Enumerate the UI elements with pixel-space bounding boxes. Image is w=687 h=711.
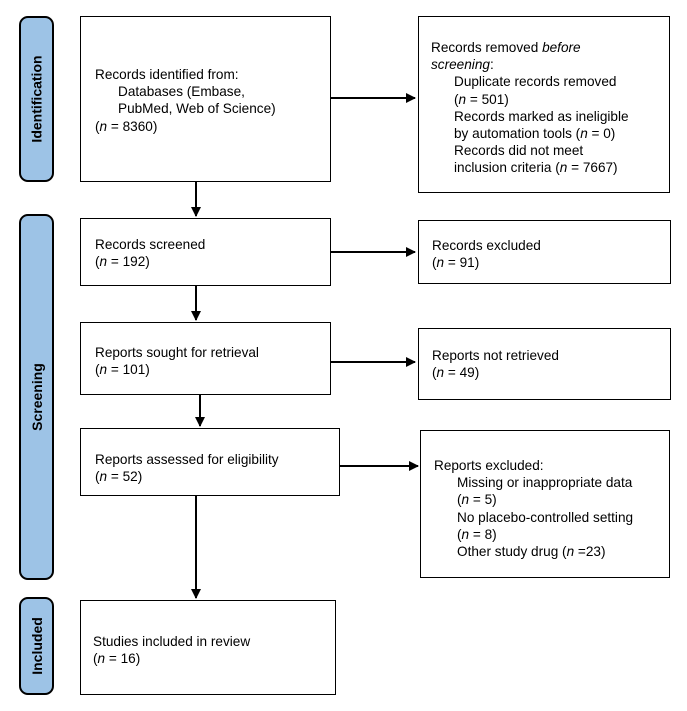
reports-sought-box: Reports sought for retrieval (n = 101) bbox=[80, 322, 331, 395]
phase-identification: Identification bbox=[19, 16, 54, 182]
records-identified-heading: Records identified from: bbox=[95, 67, 239, 82]
studies-included-label: Studies included in review bbox=[93, 634, 251, 649]
duplicates-removed: Duplicate records removed bbox=[454, 74, 617, 90]
missing-data-count: (n = 5) bbox=[457, 492, 497, 508]
phase-included: Included bbox=[19, 597, 54, 695]
studies-included-box: Studies included in review (n = 16) bbox=[80, 600, 336, 695]
no-placebo-count: (n = 8) bbox=[457, 526, 497, 542]
records-removed-heading: Records removed before bbox=[431, 40, 581, 55]
reports-not-retrieved-box: Reports not retrieved (n = 49) bbox=[418, 328, 671, 400]
phase-screening: Screening bbox=[19, 214, 54, 580]
criteria-not-met: Records did not meet bbox=[454, 143, 584, 159]
reports-not-retrieved-label: Reports not retrieved bbox=[432, 348, 559, 363]
records-identified-count: (n = 8360) bbox=[95, 118, 158, 134]
records-removed-box: Records removed before screening: Duplic… bbox=[418, 16, 670, 193]
reports-not-retrieved-count: (n = 49) bbox=[432, 365, 480, 381]
automation-ineligible: Records marked as ineligible bbox=[454, 108, 629, 124]
duplicates-removed-count: (n = 501) bbox=[454, 91, 509, 107]
records-identified-box: Records identified from: Databases (Emba… bbox=[80, 16, 331, 182]
reports-excluded-box: Reports excluded: Missing or inappropria… bbox=[420, 430, 670, 578]
no-placebo-reason: No placebo-controlled setting bbox=[457, 509, 634, 525]
reports-excluded-heading: Reports excluded: bbox=[434, 458, 544, 473]
records-screened-count: (n = 192) bbox=[95, 254, 150, 270]
records-screened-box: Records screened (n = 192) bbox=[80, 218, 331, 286]
reports-assessed-label: Reports assessed for eligibility bbox=[95, 452, 279, 467]
records-identified-sources: Databases (Embase, bbox=[118, 84, 245, 100]
reports-sought-count: (n = 101) bbox=[95, 362, 150, 378]
missing-data-reason: Missing or inappropriate data bbox=[457, 475, 633, 491]
reports-sought-label: Reports sought for retrieval bbox=[95, 345, 259, 360]
records-excluded-count: (n = 91) bbox=[432, 255, 480, 271]
other-drug-reason: Other study drug (n =23) bbox=[457, 544, 606, 560]
studies-included-count: (n = 16) bbox=[93, 651, 141, 667]
reports-assessed-box: Reports assessed for eligibility (n = 52… bbox=[80, 428, 340, 496]
records-excluded-box: Records excluded (n = 91) bbox=[418, 220, 671, 284]
reports-assessed-count: (n = 52) bbox=[95, 469, 143, 485]
records-excluded-label: Records excluded bbox=[432, 238, 541, 253]
records-screened-label: Records screened bbox=[95, 237, 206, 252]
